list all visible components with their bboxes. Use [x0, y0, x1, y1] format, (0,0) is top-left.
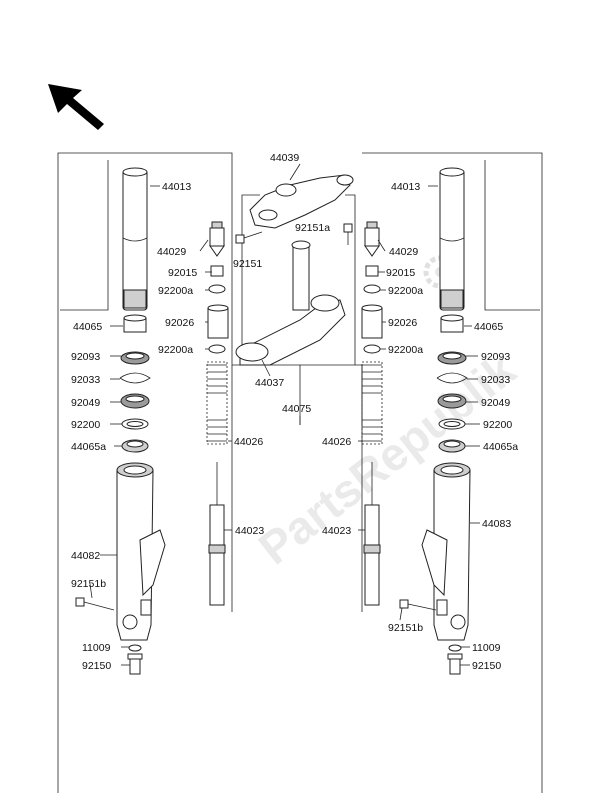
label-92200a-right-lower: 92200a [388, 344, 423, 356]
spacer-92026-right [361, 304, 383, 339]
outer-tube-44083-right [421, 462, 471, 641]
spring-44026-right [361, 361, 383, 445]
label-92093-left: 92093 [71, 351, 100, 363]
bolt-92151-center [235, 231, 263, 244]
nut-92015-left [210, 265, 224, 277]
label-11009-right: 11009 [472, 642, 501, 654]
bushing-44065a-right [438, 439, 466, 453]
label-92015-right: 92015 [386, 267, 415, 279]
label-92200-right: 92200 [483, 419, 512, 431]
clip-right [436, 372, 468, 384]
label-44023-right: 44023 [322, 525, 351, 537]
collar-44065-left [123, 314, 147, 333]
nut-92015-right [365, 265, 379, 277]
collar-44065-right [440, 314, 464, 333]
fork-tube-right [439, 167, 465, 311]
upper-bracket-44039 [249, 174, 354, 229]
part-labels: 44039 44013 44013 44029 44029 92151a 921… [71, 152, 518, 672]
frame-lines [57, 152, 543, 793]
label-92200a-left-upper: 92200a [158, 285, 193, 297]
washer-92200a-left-lower [208, 344, 226, 354]
label-44039: 44039 [270, 152, 299, 164]
label-92151: 92151 [233, 258, 262, 270]
label-92033-right: 92033 [481, 374, 510, 386]
oil-seal-right [437, 351, 467, 365]
bolt-92151b-left [75, 597, 115, 611]
label-92026-left: 92026 [165, 317, 194, 329]
cylinder-44023-left [208, 462, 226, 606]
gasket-11009-right [448, 644, 462, 652]
gasket-11009-left [128, 644, 142, 652]
washer-92200a-right-lower [363, 344, 381, 354]
label-44026-right: 44026 [322, 436, 351, 448]
label-92033-left: 92033 [71, 374, 100, 386]
label-44029-right: 44029 [389, 246, 418, 258]
label-44026-left: 44026 [234, 436, 263, 448]
washer-92200-left [121, 418, 149, 430]
direction-arrow-icon [48, 84, 104, 130]
spacer-92026-left [207, 304, 229, 339]
washer-92200a-left-upper [208, 284, 226, 294]
washer-92200a-right-upper [363, 284, 381, 294]
label-92151a: 92151a [295, 222, 330, 234]
bolt-92150-left [127, 653, 143, 675]
bolt-92151a-center [343, 223, 353, 245]
label-92150-left: 92150 [82, 660, 111, 672]
cap-bolt-44029-left [209, 221, 225, 257]
label-44083: 44083 [482, 518, 511, 530]
bolt-92150-right [447, 653, 463, 675]
leader-lines [89, 163, 480, 666]
fork-tube-left [122, 167, 148, 311]
label-44082: 44082 [71, 550, 100, 562]
label-92150-right: 92150 [472, 660, 501, 672]
label-44075: 44075 [282, 403, 311, 415]
label-44037: 44037 [255, 377, 284, 389]
label-44065a-left: 44065a [71, 441, 106, 453]
label-44065a-right: 44065a [483, 441, 518, 453]
steering-stem-44037 [235, 240, 346, 366]
label-92200-left: 92200 [71, 419, 100, 431]
label-92200a-left-lower: 92200a [158, 344, 193, 356]
label-92093-right: 92093 [481, 351, 510, 363]
label-44065-right: 44065 [474, 321, 503, 333]
label-44013-right: 44013 [391, 181, 420, 193]
clip-left [119, 372, 151, 384]
outer-tube-44082-left [116, 462, 166, 641]
label-44013-left: 44013 [162, 181, 191, 193]
cap-bolt-44029-right [364, 221, 380, 257]
bushing-44065a-left [121, 439, 149, 453]
washer-92200-right [438, 418, 466, 430]
label-92049-right: 92049 [481, 397, 510, 409]
label-44029-left: 44029 [157, 246, 186, 258]
label-92200a-right-upper: 92200a [388, 285, 423, 297]
spring-44026-left [206, 361, 228, 445]
bushing-92049-left [120, 393, 150, 409]
bolt-92151b-right [399, 599, 437, 611]
bushing-92049-right [437, 393, 467, 409]
label-92026-right: 92026 [388, 317, 417, 329]
label-44065-left: 44065 [73, 321, 102, 333]
label-44023-left: 44023 [235, 525, 264, 537]
label-92151b-left: 92151b [71, 578, 106, 590]
oil-seal-left [120, 351, 150, 365]
label-11009-left: 11009 [82, 642, 111, 654]
label-92151b-right: 92151b [388, 622, 423, 634]
label-92015-left: 92015 [168, 267, 197, 279]
label-92049-left: 92049 [71, 397, 100, 409]
cylinder-44023-right [363, 462, 381, 606]
